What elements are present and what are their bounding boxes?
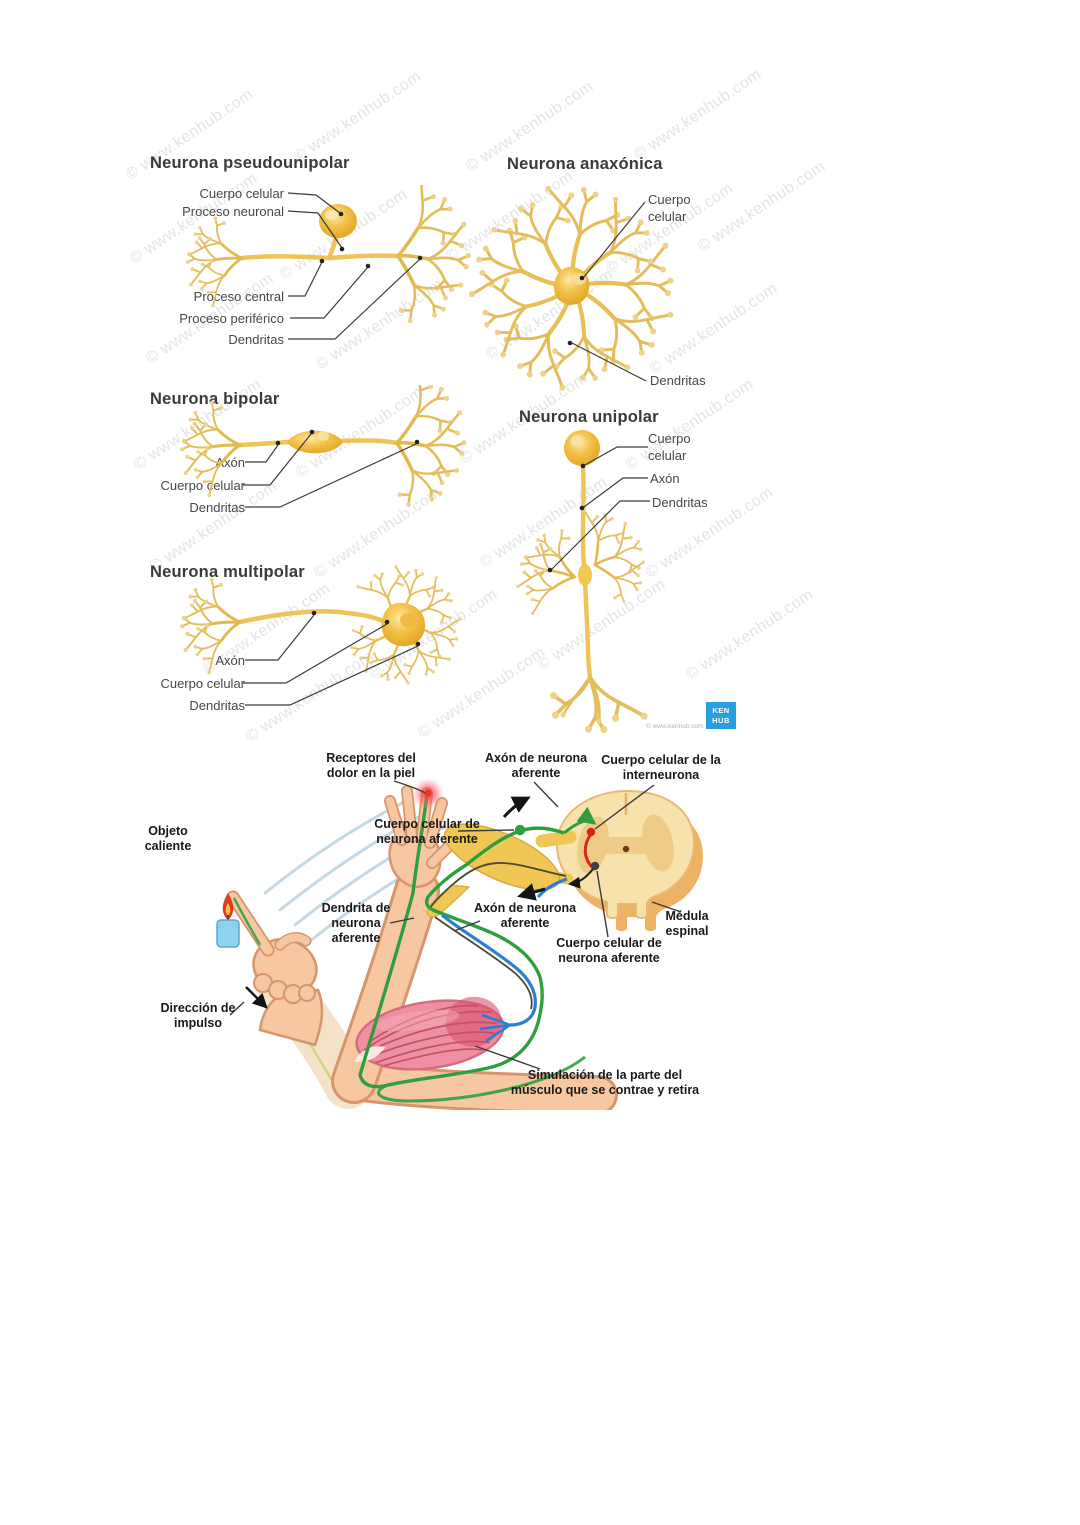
cell-body [564, 430, 600, 466]
terminal-branches [561, 675, 601, 723]
nerve-bundle [426, 823, 577, 918]
leader-lines [551, 446, 650, 570]
label-interneurona: Cuerpo celular de la interneurona [601, 753, 721, 782]
label-axon-aferente-inf: Axón de neurona aferente [473, 901, 577, 930]
leader-dots [275, 429, 420, 446]
leader-lines [287, 192, 420, 340]
unipolar-neuron-illustration [505, 430, 740, 735]
label-simulacion-musculo: Simulación de la parte del músculo que s… [510, 1068, 700, 1097]
axon-terminals [178, 572, 240, 676]
pain-point [424, 789, 432, 797]
label-dendritas: Dendritas [189, 500, 245, 515]
title-neurona-pseudounipolar: Neurona pseudounipolar [150, 154, 350, 172]
impulse-arrow-up [502, 796, 531, 818]
label-proceso-central: Proceso central [193, 289, 284, 304]
label-cuerpo-celular: Cuerpo celular [160, 676, 245, 691]
axon-trunk [580, 464, 593, 680]
interneuron [583, 827, 596, 870]
leader-dots [567, 275, 585, 346]
multipolar-neuron-illustration [140, 565, 480, 706]
cell-body [319, 204, 357, 238]
label-cuerpo-celular: Cuerpo celular [648, 192, 691, 224]
label-cuerpo-celular: Cuerpo celular [199, 186, 284, 201]
label-receptores-dolor: Receptores del dolor en la piel [326, 751, 416, 780]
leader-dots [319, 211, 423, 269]
efferent-blue-path [440, 877, 568, 1043]
label-axon: Axón [215, 653, 245, 668]
title-neurona-unipolar: Neurona unipolar [519, 408, 659, 426]
axon-process [239, 234, 401, 261]
leader-lines [243, 614, 419, 706]
terminal-boutons [560, 712, 602, 724]
title-neurona-multipolar: Neurona multipolar [150, 563, 305, 581]
label-dendritas: Dendritas [189, 698, 245, 713]
pseudounipolar-neuron-illustration [140, 185, 480, 340]
reflex-arc-illustration [216, 778, 704, 1110]
label-objeto-caliente: Objeto caliente [144, 824, 192, 853]
cell-body [287, 430, 343, 454]
leader-lines [571, 201, 647, 382]
label-axon: Axón [650, 471, 680, 486]
label-axon: Axón [215, 455, 245, 470]
trunk-node [578, 564, 592, 586]
title-neurona-bipolar: Neurona bipolar [150, 390, 280, 408]
label-cuerpo-celular: Cuerpo celular [648, 431, 691, 463]
label-dendritas: Dendritas [652, 495, 708, 510]
axon-terminals [178, 395, 240, 499]
nucleus [317, 431, 329, 441]
upper-arm [338, 1064, 615, 1110]
muscle [354, 996, 505, 1071]
title-neurona-anaxonica: Neurona anaxónica [507, 155, 663, 173]
kenhub-logo: KEN HUB [706, 702, 736, 729]
label-dendritas: Dendritas [650, 373, 706, 388]
bipolar-neuron-illustration [140, 385, 480, 520]
label-cuerpo-aferente-inf: Cuerpo celular de neurona aferente [556, 936, 662, 965]
nucleus [325, 210, 337, 220]
dendrite-tree [392, 385, 467, 518]
direction-arrow [245, 986, 268, 1009]
label-medula-espinal: Médula espinal [665, 909, 709, 938]
label-cuerpo-aferente-sup: Cuerpo celular de neurona aferente [374, 817, 480, 846]
muscle-contraction-arc [377, 1055, 586, 1103]
efferent-dark-line [429, 862, 567, 1010]
pointing-hand [226, 890, 324, 1047]
label-dendrita-aferente: Dendrita de neurona aferente [321, 901, 391, 945]
nerve-on-finger [232, 897, 262, 946]
central-canal [622, 845, 630, 853]
axon-terminals [184, 211, 242, 309]
kenhub-credit: © www.kenhub.com [646, 723, 704, 730]
leader-dots [311, 610, 421, 647]
dendrite-cluster-right [565, 490, 667, 616]
afferent-green-path [358, 794, 597, 1089]
dendrite-tree [393, 185, 471, 335]
dendrite-cluster-left [505, 514, 590, 625]
efferent-start-arrow [568, 868, 594, 889]
interneuron-cell-body-dot [586, 827, 596, 837]
label-direccion-impulso: Dirección de impulso [160, 1001, 236, 1030]
nucleus [400, 613, 416, 627]
afferent-cell-body-dot [514, 824, 526, 836]
cell-body [554, 266, 590, 305]
efferent-cell-body-dot [590, 861, 600, 871]
label-proceso-periferico: Proceso periférico [179, 311, 284, 326]
watermark-text: © www.kenhub.com [630, 65, 765, 164]
leader-lines [243, 433, 417, 508]
anaxonic-neuron-illustration [465, 175, 725, 405]
axon-process [237, 609, 388, 625]
impulse-arrow-down [517, 883, 546, 901]
label-dendritas: Dendritas [228, 332, 284, 347]
label-cuerpo-celular: Cuerpo celular [160, 478, 245, 493]
processes [237, 438, 400, 448]
watermark-text: © www.kenhub.com [290, 67, 425, 166]
label-axon-aferente-sup: Axón de neurona aferente [484, 751, 588, 780]
gray-matter [577, 814, 674, 874]
label-proceso-neuronal: Proceso neuronal [182, 204, 284, 219]
leader-lines [229, 780, 682, 1070]
candle [216, 893, 240, 948]
leader-dots [547, 463, 586, 573]
nucleus [570, 435, 584, 447]
